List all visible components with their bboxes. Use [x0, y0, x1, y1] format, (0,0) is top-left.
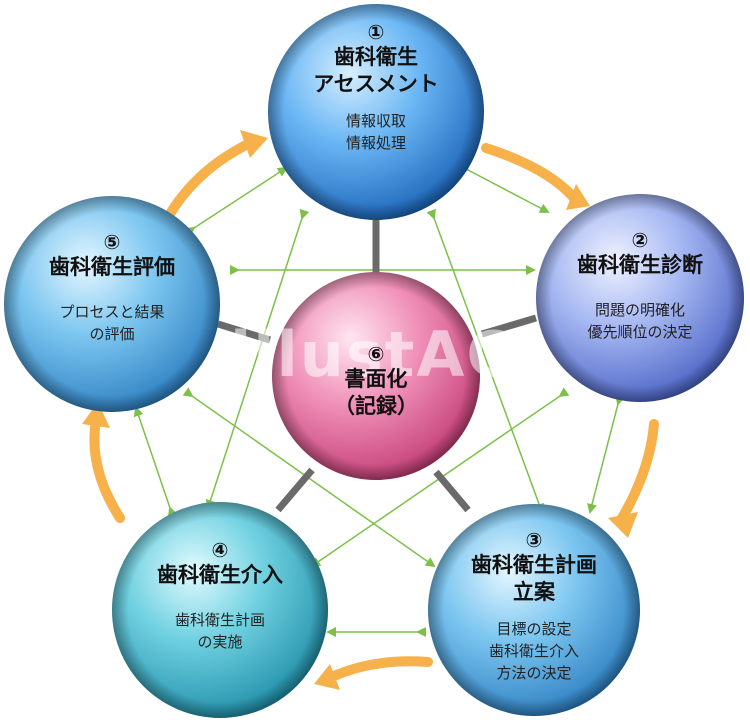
node-6-number: ⑥ [367, 342, 385, 366]
connector-1-2 [458, 161, 550, 213]
node-4-detail-line2: の実施 [197, 633, 243, 651]
connector-5-1 [184, 166, 288, 237]
node-2-number: ② [631, 228, 649, 252]
cycle-arrowheads [82, 130, 638, 690]
connector-2-3 [587, 395, 625, 514]
node-6-title-line2: （記録） [334, 394, 418, 418]
node-2-detail-line2: 優先順位の決定 [587, 323, 693, 341]
node-2-detail: 問題の明確化 [594, 301, 685, 319]
node-1-title-line2: アセスメント [313, 72, 439, 96]
cycle-arrow-3-4 [329, 656, 433, 681]
node-4-title: 歯科衛生介入 [157, 563, 283, 587]
node-6-label: ⑥ 書面化 （記録） [286, 342, 466, 420]
cycle-arrow-1-2 [481, 143, 579, 203]
cycle-arrow-2-3 [617, 419, 659, 523]
cycle-arrow-4-5 [89, 415, 125, 523]
node-1-detail: 情報収取 [345, 112, 406, 130]
node-3-detail: 目標の設定 [496, 620, 572, 638]
node-1-title: 歯科衛生 [334, 45, 418, 69]
spokes [216, 220, 537, 513]
node-3-number: ③ [525, 528, 543, 552]
node-1-number: ① [367, 20, 385, 44]
node-1-detail-line2: 情報処理 [345, 134, 406, 152]
node-2-label: ② 歯科衛生診断 問題の明確化 優先順位の決定 [545, 228, 735, 343]
node-5-detail: プロセスと結果 [59, 303, 165, 321]
connector-4-5 [133, 406, 178, 518]
node-5-label: ⑤ 歯科衛生評価 プロセスと結果 の評価 [12, 230, 212, 345]
cycle-arrows [89, 137, 659, 681]
connector-2-4 [310, 387, 570, 568]
node-3-detail-line3: 方法の決定 [496, 664, 572, 682]
node-3-detail-line2: 歯科衛生介入 [488, 642, 579, 660]
node-4-number: ④ [211, 538, 229, 562]
node-3-title-line2: 立案 [513, 580, 555, 604]
node-4-detail: 歯科衛生計画 [174, 611, 265, 629]
node-5-title: 歯科衛生評価 [49, 255, 175, 279]
node-6-title: 書面化 [344, 367, 408, 391]
node-circles [4, 4, 744, 718]
node-2-title: 歯科衛生診断 [577, 253, 703, 277]
node-4-label: ④ 歯科衛生介入 歯科衛生計画 の実施 [120, 538, 320, 653]
node-3-title: 歯科衛生計画 [471, 553, 597, 577]
cycle-arrow-5-1 [165, 137, 257, 219]
node-3-label: ③ 歯科衛生計画 立案 目標の設定 歯科衛生介入 方法の決定 [434, 528, 634, 684]
node-5-number: ⑤ [103, 230, 121, 254]
watermark: illustAC [230, 318, 514, 391]
node-5-detail-line2: の評価 [89, 325, 135, 343]
connector-arrows [133, 161, 625, 637]
node-1-label: ① 歯科衛生 アセスメント 情報収取 情報処理 [276, 20, 476, 154]
